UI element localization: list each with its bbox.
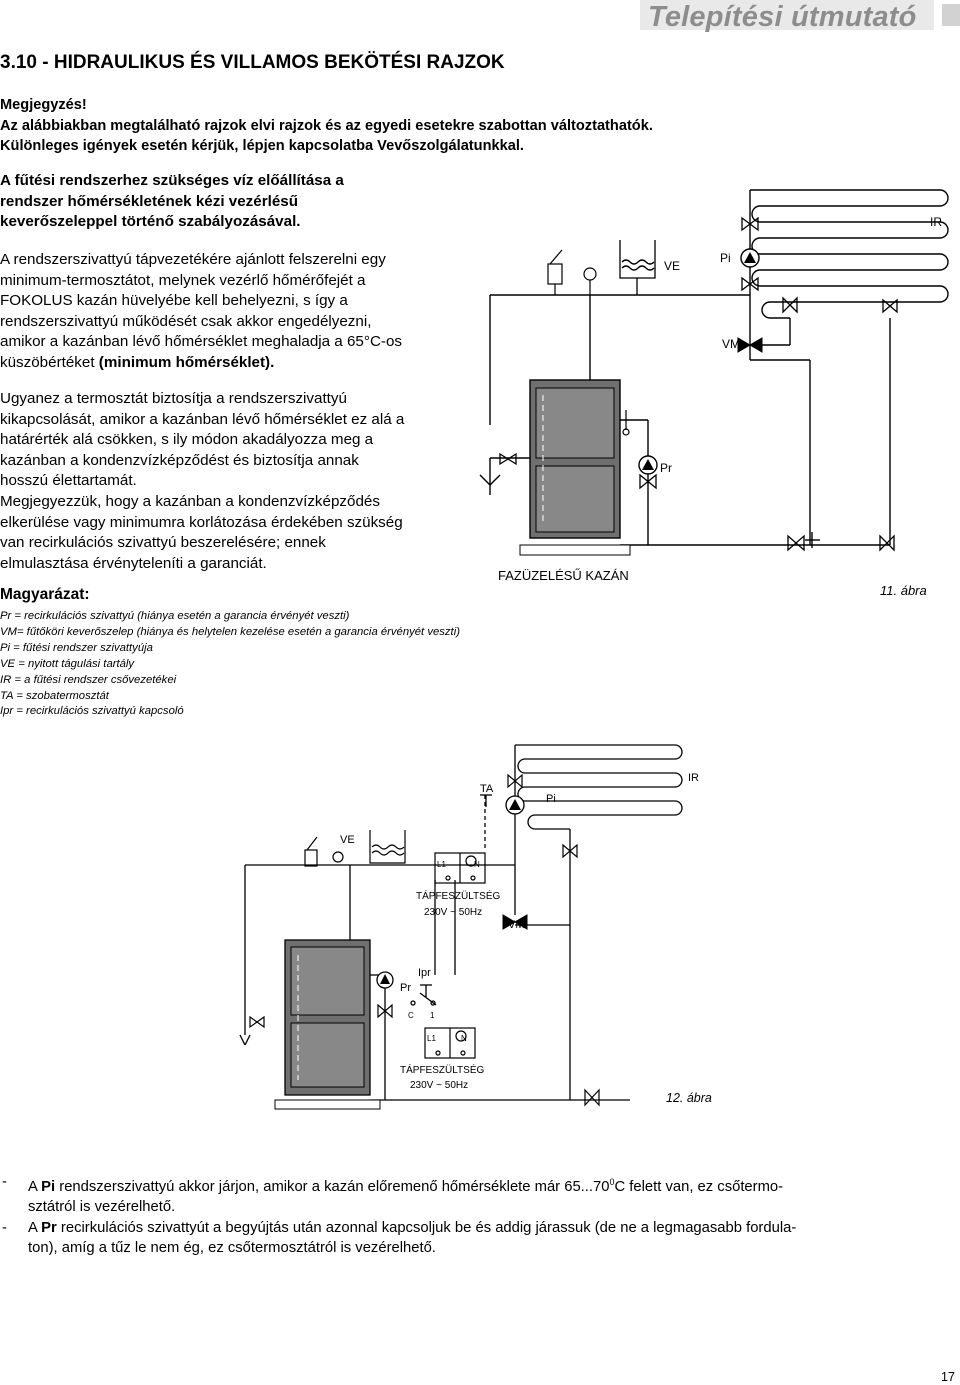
figure-11-caption: 11. ábra bbox=[880, 583, 927, 598]
legend-item: Pr = recirkulációs szivattyú (hiánya ese… bbox=[0, 610, 350, 622]
intro-line: rendszer hőmérsékletének kézi vezérlésű bbox=[0, 192, 299, 210]
note-text: rendszerszivattyú akkor járjon, amikor a… bbox=[55, 1178, 610, 1195]
note-sup: 0 bbox=[609, 1177, 615, 1187]
section-title: 3.10 - HIDRAULIKUS ÉS VILLAMOS BEKÖTÉSI … bbox=[0, 52, 505, 73]
legend-item: TA = szobatermosztát bbox=[0, 689, 109, 702]
para-text: küszöbértéket bbox=[0, 353, 95, 371]
para-line: küszöbértéket (minimum hőmérséklet). bbox=[0, 353, 402, 374]
para-line: amikor a kazánban lévő hőmérséklet megha… bbox=[0, 333, 403, 351]
label-pr: Pr bbox=[400, 982, 411, 994]
legend-item: VE = nyitott tágulási tartály bbox=[0, 657, 135, 670]
power1-value: 230V ~ 50Hz bbox=[424, 907, 482, 918]
para-bold: (minimum hőmérséklet). bbox=[98, 353, 275, 371]
note-text: A bbox=[28, 1219, 42, 1236]
label-1: 1 bbox=[430, 1011, 435, 1020]
paragraph-1: A rendszerszivattyú tápvezetékére ajánlo… bbox=[0, 250, 402, 374]
mixing-valve-icon bbox=[737, 337, 763, 353]
intro-line: A fűtési rendszerhez szükséges víz előál… bbox=[0, 172, 344, 189]
para-line: rendszerszivattyú működését csak akkor e… bbox=[0, 312, 372, 330]
figure-11-diagram: IR VE Pi VM Pr FAZÜZELÉSŰ KAZÁN 11. ábra bbox=[479, 189, 949, 598]
para-line: elkerülése vagy minimumra korlátozása ér… bbox=[0, 513, 403, 531]
para-line: minimum-termosztátot, melynek vezérlő hő… bbox=[0, 271, 366, 289]
note-bold: Pr bbox=[41, 1219, 57, 1236]
legend-item: Ipr = recirkulációs szivattyú kapcsoló bbox=[0, 705, 184, 718]
power2-value: 230V ~ 50Hz bbox=[410, 1080, 468, 1091]
note-bold: Pi bbox=[41, 1178, 56, 1195]
para-line: elmulasztása érvényteleníti a garanciát. bbox=[0, 554, 267, 572]
label-n: N bbox=[474, 860, 480, 869]
header-title: Telepítési útmutató bbox=[648, 1, 917, 33]
figure-12-diagram: TA IR Pi VE VM Ipr Pr C 1 L1 N L1 N TÁPF… bbox=[239, 744, 712, 1110]
bottom-note-1: - A Pi rendszerszivattyú akkor járjon, a… bbox=[2, 1174, 784, 1216]
para-line: A rendszerszivattyú tápvezetékére ajánlo… bbox=[0, 251, 386, 268]
mixing-valve-icon bbox=[502, 914, 528, 930]
para-line: FOKOLUS kazán hüvelyébe kell behelyezni,… bbox=[0, 292, 348, 310]
label-pr: Pr bbox=[660, 461, 672, 475]
label-ipr: Ipr bbox=[418, 967, 431, 979]
expansion-vessel-icon bbox=[304, 830, 406, 867]
intro-line: keverőszeleppel történő szabályozásával. bbox=[0, 213, 301, 231]
note-block: Megjegyzés! Az alábbiakban megtalálható … bbox=[0, 95, 653, 157]
label-ir: IR bbox=[930, 215, 942, 229]
safety-group-icon bbox=[547, 249, 597, 295]
figure-12-caption: 12. ábra bbox=[666, 1091, 712, 1105]
para-line: van recirkulációs szivattyú beszerelésér… bbox=[0, 534, 326, 552]
legend-item: Pi = fűtési rendszer szivattyúja bbox=[0, 641, 153, 654]
para-line: kazánban a kondenzvízképződést és biztos… bbox=[0, 451, 359, 469]
label-l1: L1 bbox=[437, 860, 446, 869]
power-box-2 bbox=[424, 1027, 476, 1059]
note-text: recirkulációs szivattyút a begyújtás utá… bbox=[56, 1219, 797, 1236]
power1-title: TÁPFESZÜLTSÉG bbox=[416, 889, 500, 902]
label-pi: Pi bbox=[720, 251, 731, 265]
para-line: hosszú élettartamát. bbox=[0, 472, 137, 490]
label-ir: IR bbox=[688, 772, 699, 784]
expansion-vessel-icon bbox=[619, 240, 656, 295]
boiler-body bbox=[519, 379, 631, 556]
para-line: Ugyanez a termosztát biztosítja a rendsz… bbox=[0, 390, 347, 407]
label-ve: VE bbox=[340, 834, 355, 846]
legend-list: Pr = recirkulációs szivattyú (hiánya ese… bbox=[0, 609, 460, 720]
note-heading: Megjegyzés! bbox=[0, 97, 87, 113]
header-box bbox=[942, 4, 960, 26]
header-band bbox=[640, 0, 934, 30]
legend-heading: Magyarázat: bbox=[0, 586, 90, 603]
label-vm: VM bbox=[508, 919, 525, 931]
para-line: kikapcsolását, amikor a kazánban lévő hő… bbox=[0, 410, 405, 428]
para-line: határérték alá csökken, s ily módon akad… bbox=[0, 431, 374, 449]
label-n-2: N bbox=[461, 1034, 467, 1043]
label-ta: TA bbox=[480, 783, 494, 795]
boiler-caption: FAZÜZELÉSŰ KAZÁN bbox=[498, 568, 629, 583]
power2-title: TÁPFESZÜLTSÉG bbox=[400, 1063, 484, 1076]
power-box-1 bbox=[434, 852, 486, 884]
paragraph-2: Ugyanez a termosztát biztosítja a rendsz… bbox=[0, 389, 404, 574]
label-l1-2: L1 bbox=[427, 1034, 436, 1043]
label-vm: VM bbox=[722, 337, 740, 351]
note-text: A bbox=[28, 1178, 42, 1195]
label-c: C bbox=[408, 1011, 414, 1020]
label-ve: VE bbox=[664, 259, 680, 273]
label-pi: Pi bbox=[546, 793, 556, 805]
note-text: ton), amíg a tűz le nem ég, ez csőtermos… bbox=[28, 1240, 436, 1257]
legend-item: VM= fűtőköri keverőszelep (hiánya és hel… bbox=[0, 625, 460, 638]
intro-block: A fűtési rendszerhez szükséges víz előál… bbox=[0, 171, 344, 233]
legend-item: IR = a fűtési rendszer csővezetékei bbox=[0, 673, 177, 686]
note-text: sztátról is vezérelhető. bbox=[28, 1199, 176, 1216]
note-line: Különleges igények esetén kérjük, lépjen… bbox=[0, 138, 524, 154]
para-line: Megjegyezzük, hogy a kazánban a kondenzv… bbox=[0, 492, 380, 510]
note-text: C felett van, ez csőtermo- bbox=[614, 1178, 784, 1195]
bottom-note-2: - A Pr recirkulációs szivattyút a begyúj… bbox=[2, 1219, 797, 1257]
bottom-notes: - A Pi rendszerszivattyú akkor járjon, a… bbox=[0, 1172, 930, 1259]
note-line: Az alábbiakban megtalálható rajzok elvi … bbox=[0, 117, 653, 134]
page-number: 17 bbox=[941, 1370, 955, 1384]
